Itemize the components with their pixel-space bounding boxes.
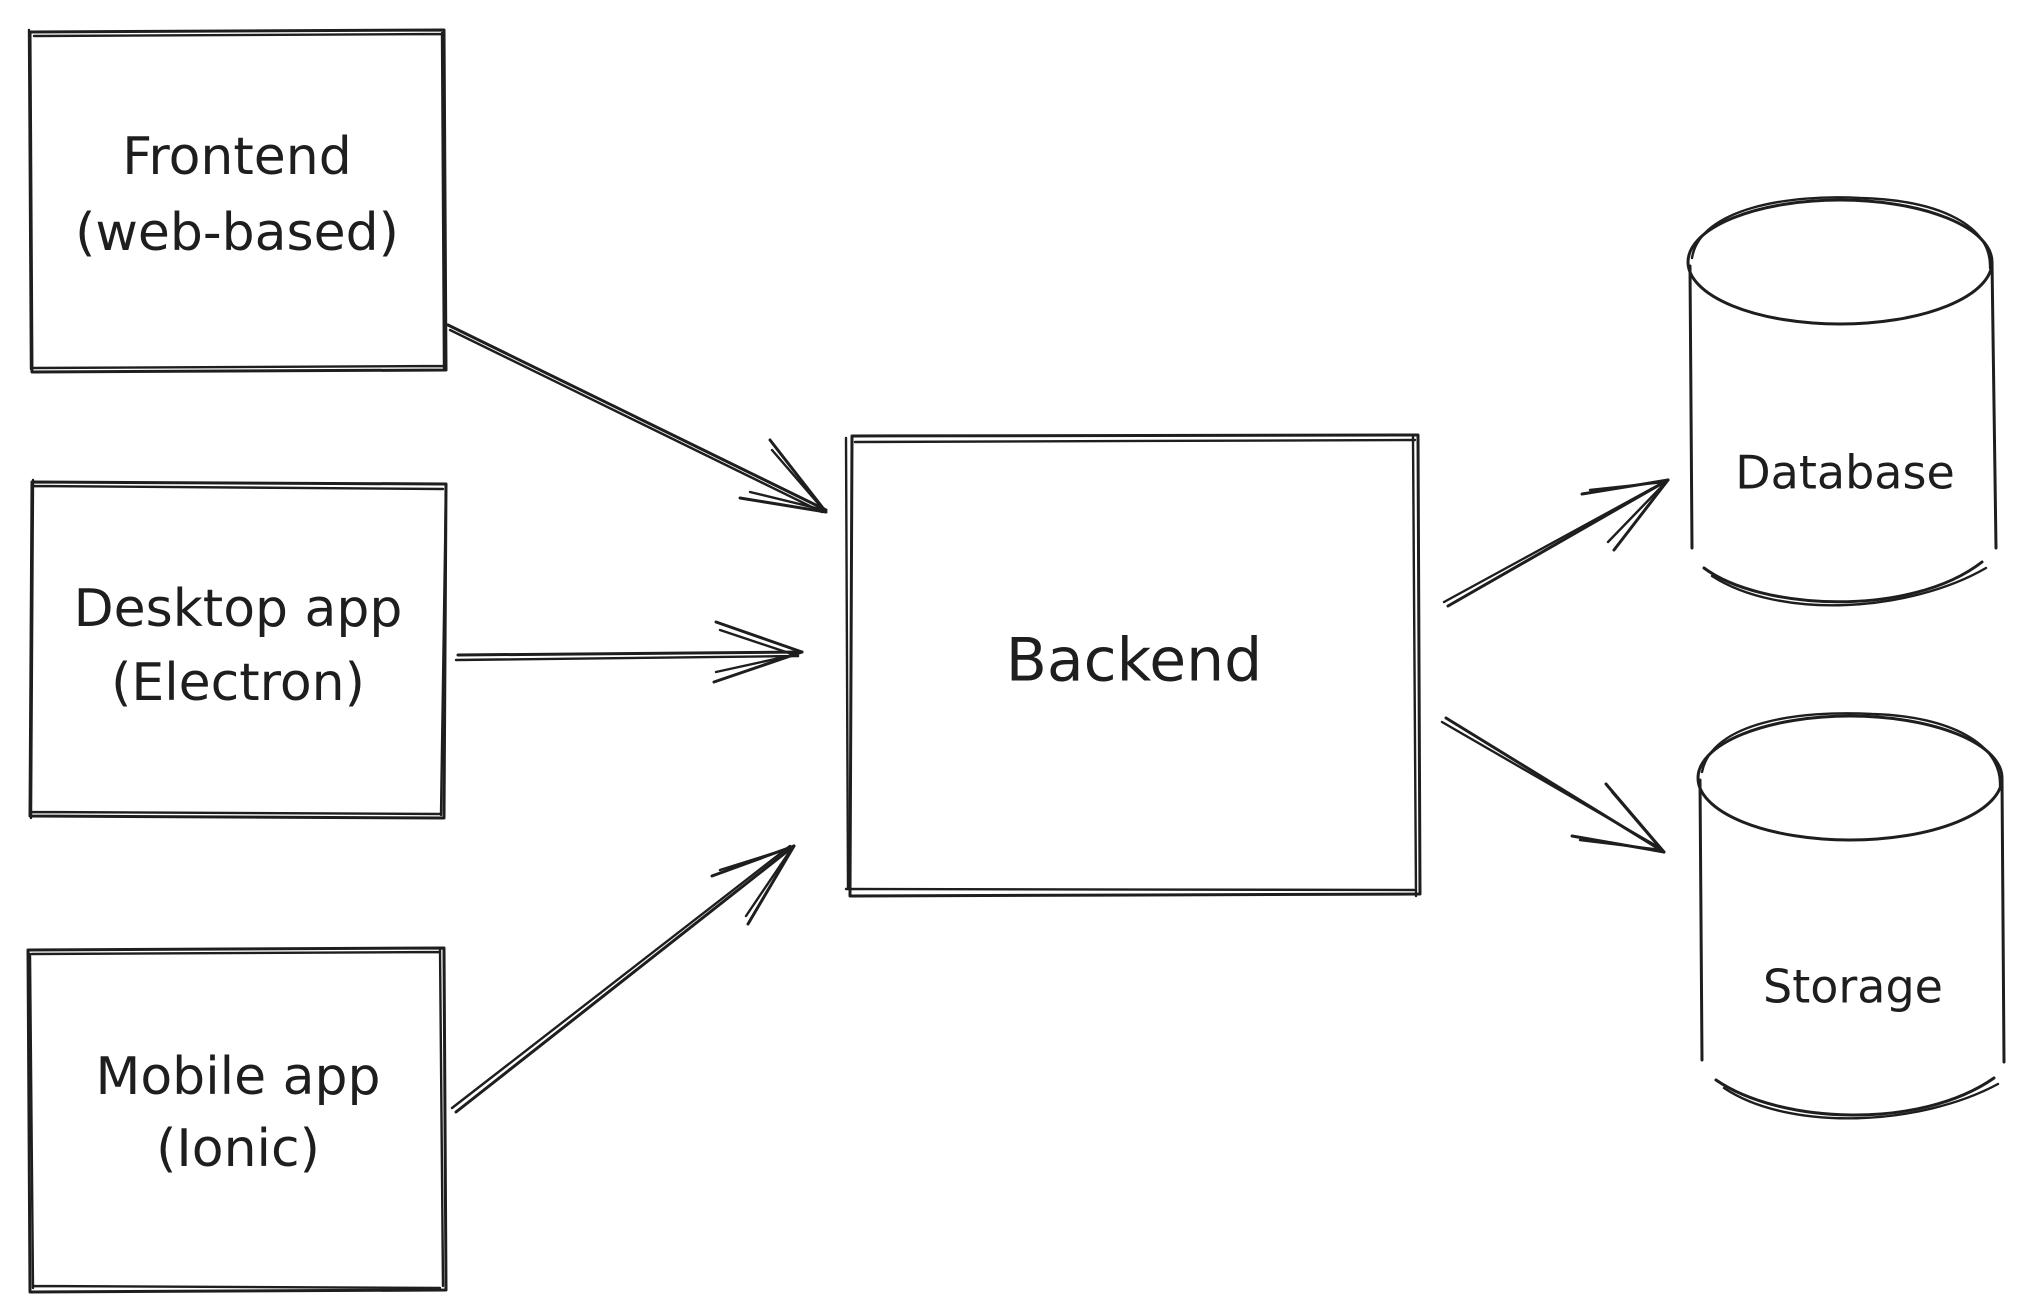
desktop-node[interactable]: Desktop app (Electron) — [28, 478, 448, 820]
arrow-backend-to-storage — [1440, 716, 1666, 854]
backend-node[interactable]: Backend — [844, 433, 1422, 898]
frontend-node-label-line2: (web-based) — [75, 203, 399, 263]
backend-node-label: Backend — [1006, 626, 1263, 696]
database-node[interactable]: Database — [1686, 196, 1998, 607]
storage-node[interactable]: Storage — [1696, 712, 2006, 1120]
frontend-node-label-line1: Frontend — [122, 127, 351, 187]
desktop-node-label-line1: Desktop app — [74, 579, 403, 639]
arrow-backend-to-database — [1442, 478, 1670, 608]
arrow-frontend-to-backend — [446, 323, 828, 514]
mobile-node-label-line2: (Ionic) — [156, 1119, 320, 1179]
arrow-mobile-to-backend — [450, 844, 796, 1114]
mobile-node[interactable]: Mobile app (Ionic) — [26, 946, 448, 1294]
arrow-desktop-to-backend — [454, 620, 804, 684]
desktop-node-label-line2: (Electron) — [111, 653, 365, 713]
storage-node-label: Storage — [1763, 960, 1943, 1014]
database-node-label: Database — [1735, 446, 1955, 500]
frontend-node[interactable]: Frontend (web-based) — [27, 28, 448, 374]
mobile-node-label-line1: Mobile app — [96, 1047, 381, 1107]
